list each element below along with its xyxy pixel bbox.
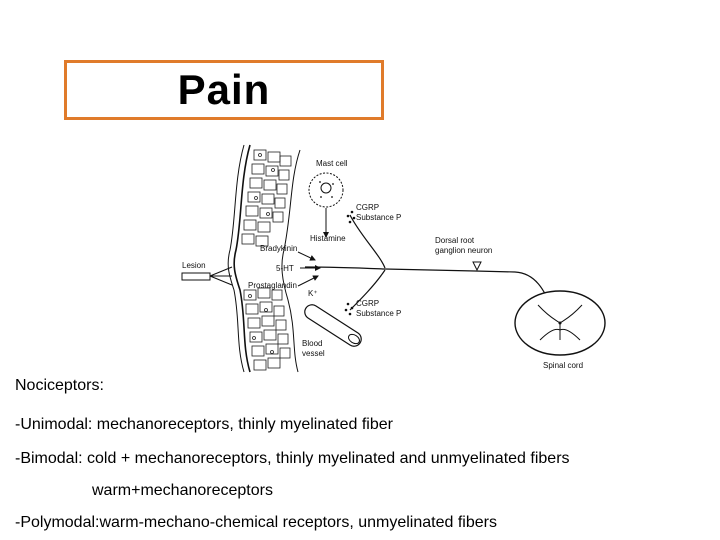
potassium-label: K⁺ xyxy=(308,289,318,298)
blood-vessel-label-2: vessel xyxy=(302,349,325,358)
epithelial-cells xyxy=(241,149,292,371)
histamine-label: Histamine xyxy=(310,234,346,243)
prostaglandin-arrow xyxy=(297,275,319,287)
neuropeptide-release-bottom xyxy=(344,302,354,316)
bimodal-line: -Bimodal: cold + mechanoreceptors, thinl… xyxy=(15,450,570,467)
mast-cell xyxy=(308,172,344,208)
nociceptors-heading: Nociceptors: xyxy=(15,377,104,394)
title-box: Pain xyxy=(64,60,384,120)
ganglion-soma xyxy=(472,261,482,272)
slide-title: Pain xyxy=(177,66,271,113)
tissue-edge-inner xyxy=(227,144,245,373)
nerve-branch-main xyxy=(304,266,386,270)
blood-vessel-label-1: Blood xyxy=(302,339,322,348)
blood-vessel xyxy=(304,304,362,347)
substance-p-top-label: Substance P xyxy=(356,213,401,222)
unimodal-line: -Unimodal: mechanoreceptors, thinly myel… xyxy=(15,416,393,433)
nociceptor-diagram: Mast cell CGRP Substance P Histamine Bra… xyxy=(181,144,606,373)
lesion-instrument xyxy=(181,266,233,286)
tissue-edge-outer xyxy=(233,144,251,373)
bimodal-warm-line: warm+mechanoreceptors xyxy=(92,482,273,499)
bradykinin-label: Bradykinin xyxy=(260,244,297,253)
substance-p-bottom-label: Substance P xyxy=(356,309,401,318)
tissue-edge-right xyxy=(281,149,301,373)
lesion-label: Lesion xyxy=(182,261,206,270)
cgrp-top-label: CGRP xyxy=(356,203,379,212)
serotonin-label: 5-HT xyxy=(276,264,294,273)
dorsal-root-label-2: ganglion neuron xyxy=(435,246,492,255)
nerve-branch-upper xyxy=(349,214,386,269)
bradykinin-arrow xyxy=(297,251,316,261)
prostaglandin-label: Prostaglandin xyxy=(248,281,297,290)
neuropeptide-release-top xyxy=(346,210,356,224)
polymodal-line: -Polymodal:warm-mechano-chemical recepto… xyxy=(15,514,497,531)
cgrp-bottom-label: CGRP xyxy=(356,299,379,308)
mast-cell-label: Mast cell xyxy=(316,159,348,168)
spinal-cord-label: Spinal cord xyxy=(543,361,583,370)
spinal-cord xyxy=(514,290,606,356)
dorsal-root-label-1: Dorsal root xyxy=(435,236,475,245)
